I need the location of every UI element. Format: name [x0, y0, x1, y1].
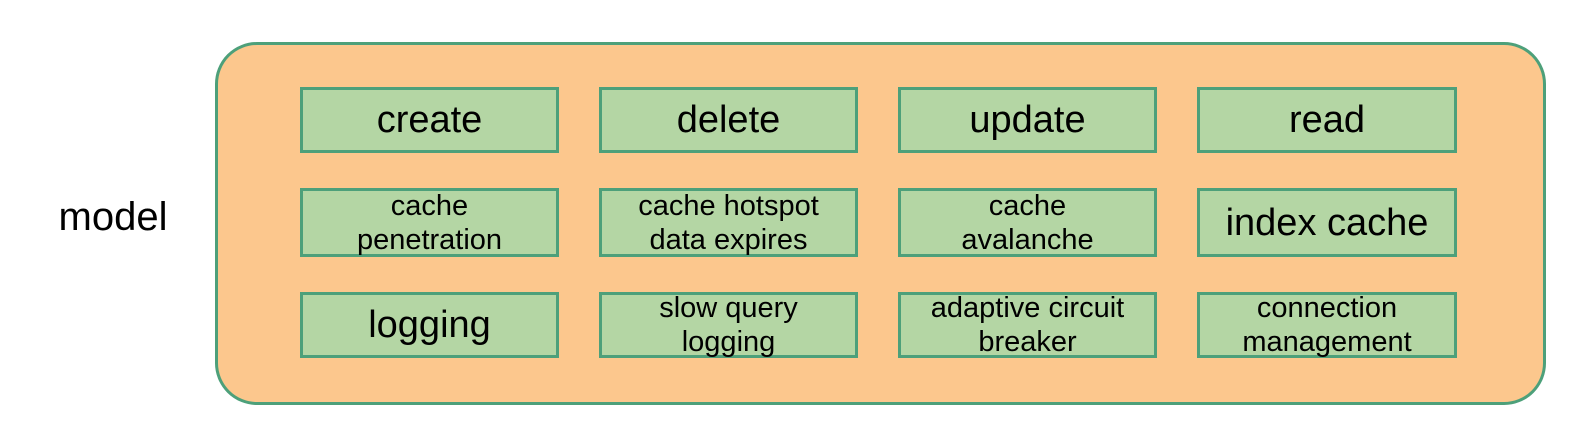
node-read-label: read: [1288, 99, 1366, 141]
node-index-cache[interactable]: index cache: [1197, 188, 1457, 257]
node-delete[interactable]: delete: [599, 87, 858, 153]
node-grid: create delete update read cache penetrat…: [300, 87, 1458, 358]
node-cache-hotspot-data-expires-label: cache hotspot data expires: [638, 189, 819, 256]
node-create[interactable]: create: [300, 87, 559, 153]
node-update-label: update: [969, 99, 1086, 141]
node-adaptive-circuit-breaker-label: adaptive circuit breaker: [930, 292, 1125, 358]
node-cache-avalanche[interactable]: cache avalanche: [898, 188, 1157, 257]
node-slow-query-logging-label: slow query logging: [659, 292, 798, 358]
node-logging[interactable]: logging: [300, 292, 559, 358]
node-logging-label: logging: [368, 304, 491, 346]
node-adaptive-circuit-breaker[interactable]: adaptive circuit breaker: [898, 292, 1157, 358]
node-slow-query-logging[interactable]: slow query logging: [599, 292, 858, 358]
model-group-label: model: [58, 195, 168, 239]
node-cache-penetration-label: cache penetration: [356, 189, 503, 256]
node-connection-management-label: connection management: [1242, 292, 1412, 358]
node-index-cache-label: index cache: [1225, 201, 1429, 244]
node-cache-hotspot-data-expires[interactable]: cache hotspot data expires: [599, 188, 858, 257]
node-update[interactable]: update: [898, 87, 1157, 153]
node-create-label: create: [376, 99, 483, 141]
node-cache-penetration[interactable]: cache penetration: [300, 188, 559, 257]
node-connection-management[interactable]: connection management: [1197, 292, 1457, 358]
node-read[interactable]: read: [1197, 87, 1457, 153]
node-cache-avalanche-label: cache avalanche: [961, 189, 1094, 256]
node-delete-label: delete: [676, 99, 781, 141]
